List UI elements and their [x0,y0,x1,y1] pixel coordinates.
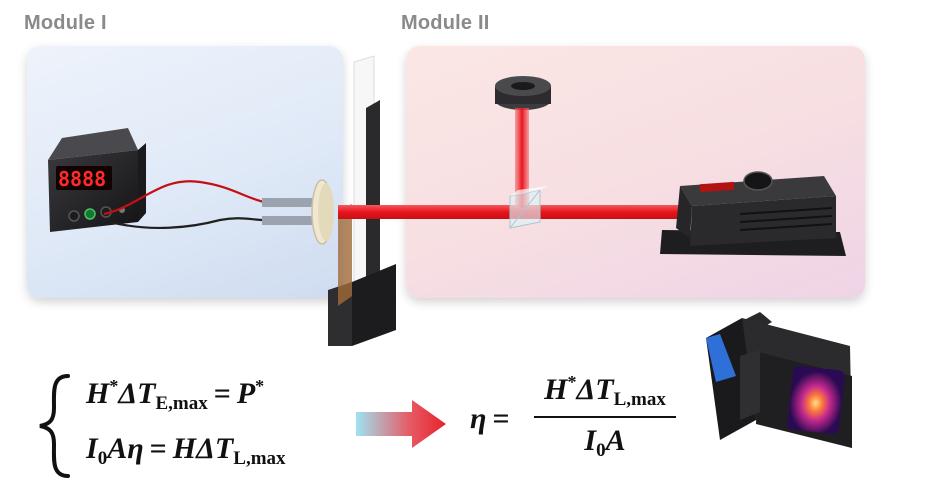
eq1-equals: = [208,377,237,410]
eq1-star: * [109,376,118,396]
efficiency-lhs: η= [470,402,516,436]
process-arrow [356,400,446,448]
eq2-delta-t: ΔT [196,432,233,465]
num-subscript: L,max [614,389,666,410]
laser-module-icon [660,172,846,256]
den-subscript: 0 [596,440,606,461]
fraction-bar [534,416,676,418]
eta-symbol: η [470,402,486,435]
eq2-equals: = [144,432,173,465]
eq1-subscript: E,max [155,393,207,414]
eq1-h: H [86,377,109,410]
eq2-i-sub: 0 [98,448,108,469]
num-h: H [544,373,567,406]
efficiency-numerator: H*ΔTL,max [530,372,680,411]
eq2-eta: η [127,432,143,465]
power-meter-icon [262,180,334,244]
equation-brace [40,376,68,476]
num-delta-t: ΔT [576,373,613,406]
eta-equals: = [486,402,515,435]
den-a: A [606,424,626,457]
eq2-subscript: L,max [233,448,285,469]
eq1-delta-t: ΔT [118,377,155,410]
eq2-i: I [86,432,98,465]
den-i: I [584,424,596,457]
power-supply-display: 8888 [58,167,106,191]
eq2-h: H [173,432,196,465]
sample-holder [328,56,396,346]
thermal-camera-icon [706,312,852,448]
equation-energy-balance: H*ΔTE,max=P* [86,376,264,415]
top-detector [495,76,551,110]
equation-laser-heating: I0Aη=HΔTL,max [86,432,286,470]
efficiency-denominator: I0A [530,424,680,462]
eq1-p: P [237,377,255,410]
eq2-a: A [107,432,127,465]
eq1-p-star: * [255,376,264,396]
